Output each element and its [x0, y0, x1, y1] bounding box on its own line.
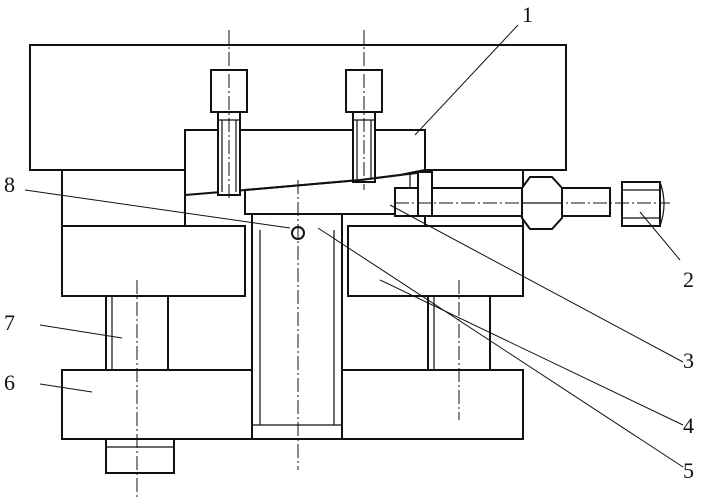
callout-8: 8 [4, 172, 15, 197]
central-punch [251, 213, 343, 440]
lower-die-plate [61, 369, 524, 440]
callout-4: 4 [683, 413, 694, 438]
adjusting-screw [394, 171, 665, 230]
callout-3: 3 [683, 348, 694, 373]
centerlines [136, 30, 670, 499]
leader-lines [24, 24, 684, 468]
callout-1: 1 [522, 2, 533, 27]
callout-6: 6 [4, 370, 15, 395]
bolt-left [210, 69, 248, 196]
punch-holder-plate [61, 225, 524, 297]
callout-2: 2 [683, 267, 694, 292]
callout-7: 7 [4, 310, 15, 335]
callout-5: 5 [683, 458, 694, 483]
upper-die-holder [29, 44, 567, 171]
bottom-stub [105, 438, 175, 474]
callout-labels: 1 2 3 4 5 6 7 8 [4, 2, 694, 483]
